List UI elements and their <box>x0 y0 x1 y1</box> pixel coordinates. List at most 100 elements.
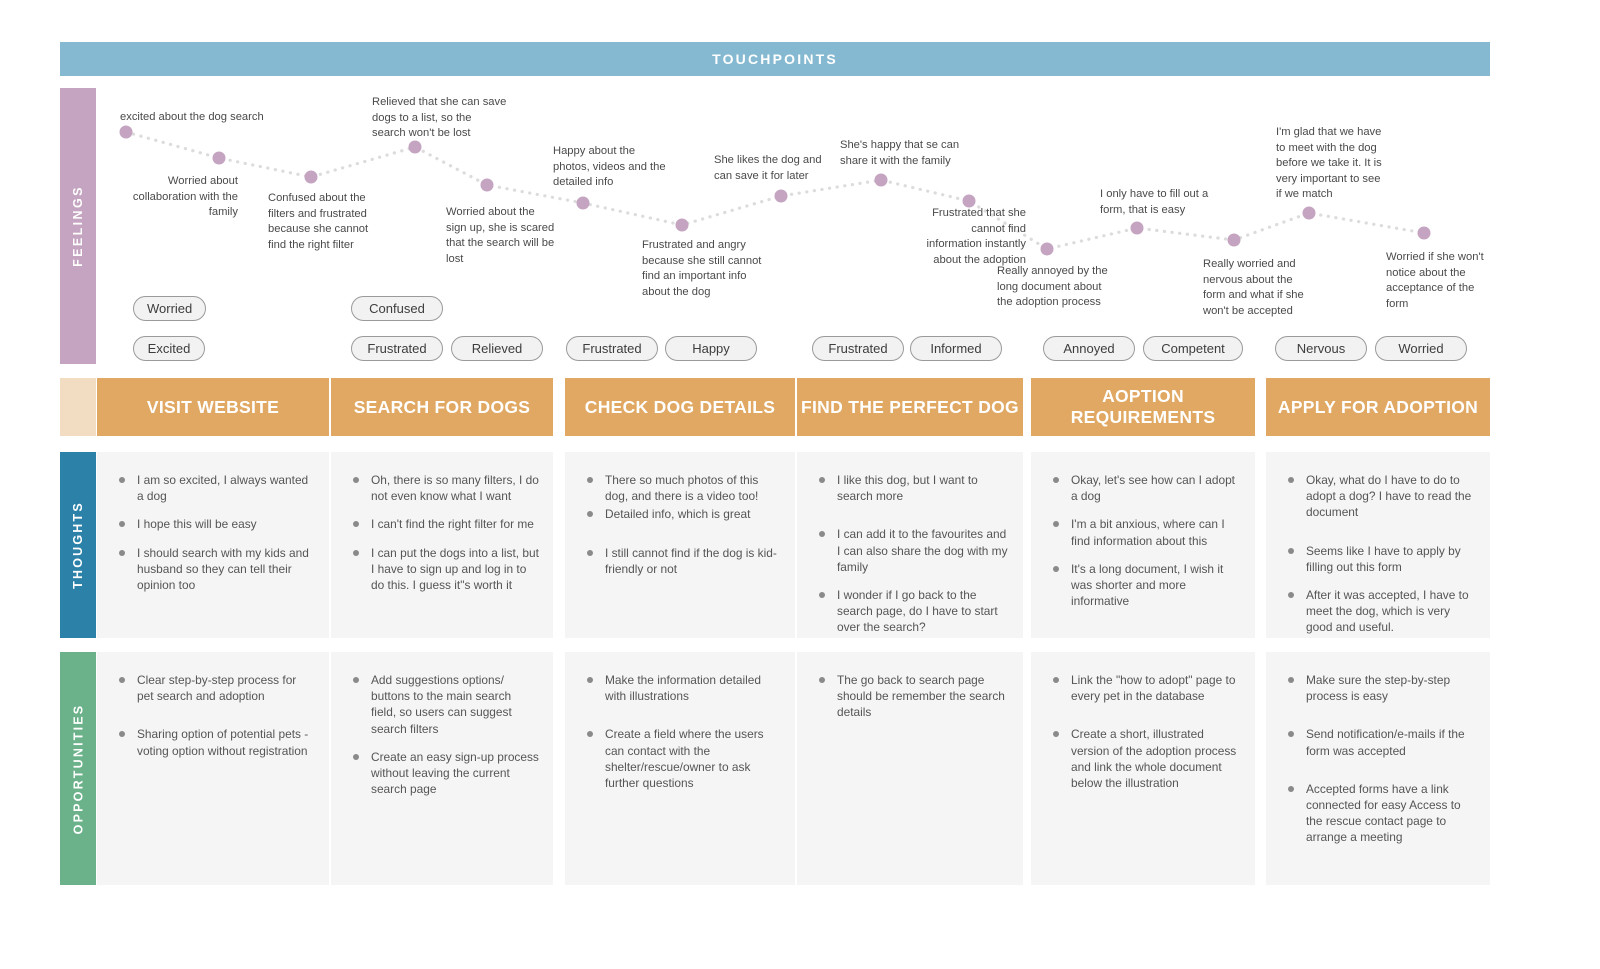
opportunities-bullet-cell-2: Add suggestions options/ buttons to the … <box>331 652 553 885</box>
opportunities-bullet-cell-3: Make the information detailed with illus… <box>565 652 795 885</box>
thoughts-bullet-item: It's a long document, I wish it was shor… <box>1053 561 1241 610</box>
emotion-chip-relieved-5[interactable]: Relieved <box>451 336 543 361</box>
feelings-annotation-7: Frustrated and angry because she still c… <box>642 239 762 298</box>
thoughts-bullet-item: After it was accepted, I have to meet th… <box>1288 587 1476 636</box>
feelings-annotation-15: Worried if she won't notice about the ac… <box>1386 251 1484 310</box>
thoughts-bullet-item: Okay, what do I have to do to adopt a do… <box>1288 472 1476 521</box>
opportunities-row-label: OPPORTUNITIES <box>71 703 86 834</box>
opportunities-bullet-list: The go back to search page should be rem… <box>819 672 1009 721</box>
opportunities-bullet-list: Add suggestions options/ buttons to the … <box>353 672 539 797</box>
thoughts-bullet-item: I hope this will be easy <box>119 516 315 532</box>
emotion-chip-worried-13[interactable]: Worried <box>1375 336 1467 361</box>
thoughts-bullet-item: I like this dog, but I want to search mo… <box>819 472 1009 504</box>
thoughts-bullet-cell-2: Oh, there is so many filters, I do not e… <box>331 452 553 638</box>
emotion-chip-informed-9[interactable]: Informed <box>910 336 1002 361</box>
stage-row-corner <box>60 378 96 436</box>
feelings-data-point-1 <box>119 125 133 139</box>
feelings-annotation-1: excited about the dog search <box>120 111 264 123</box>
feelings-data-point-7 <box>675 218 689 232</box>
touchpoints-header-bar: TOUCHPOINTS <box>60 42 1490 76</box>
stage-header-1[interactable]: VISIT WEBSITE <box>97 378 329 436</box>
thoughts-bullet-item: I'm a bit anxious, where can I find info… <box>1053 516 1241 548</box>
opportunities-bullet-cell-1: Clear step-by-step process for pet searc… <box>97 652 329 885</box>
feelings-data-point-5 <box>480 178 494 192</box>
opportunities-bullet-list: Make the information detailed with illus… <box>587 672 781 791</box>
emotion-chip-frustrated-8[interactable]: Frustrated <box>812 336 904 361</box>
thoughts-bullet-item: I am so excited, I always wanted a dog <box>119 472 315 504</box>
feelings-annotation-14: I'm glad that we have to meet with the d… <box>1276 126 1382 200</box>
feelings-row-spine: FEELINGS <box>60 88 96 364</box>
feelings-annotation-9: She's happy that se can share it with th… <box>840 139 960 167</box>
feelings-annotation-13: Really worried and nervous about the for… <box>1203 258 1304 317</box>
opportunities-bullet-item: Link the "how to adopt" page to every pe… <box>1053 672 1241 704</box>
opportunities-bullet-list: Make sure the step-by-step process is ea… <box>1288 672 1476 846</box>
stage-header-6[interactable]: APPLY FOR ADOPTION <box>1266 378 1490 436</box>
stage-header-5[interactable]: AOPTION REQUIREMENTS <box>1031 378 1255 436</box>
opportunities-bullet-item: Sharing option of potential pets - votin… <box>119 726 315 758</box>
thoughts-bullet-list: Oh, there is so many filters, I do not e… <box>353 472 539 593</box>
opportunities-bullet-list: Link the "how to adopt" page to every pe… <box>1053 672 1241 791</box>
stage-header-4[interactable]: FIND THE PERFECT DOG <box>797 378 1023 436</box>
thoughts-bullet-item: Okay, let's see how can I adopt a dog <box>1053 472 1241 504</box>
feelings-data-point-3 <box>304 170 318 184</box>
emotion-chip-nervous-12[interactable]: Nervous <box>1275 336 1367 361</box>
thoughts-bullet-item: I wonder if I go back to the search page… <box>819 587 1009 636</box>
feelings-annotation-3: Relieved that she can save dogs to a lis… <box>372 96 507 139</box>
thoughts-bullet-item: Oh, there is so many filters, I do not e… <box>353 472 539 504</box>
feelings-annotation-10: Frustrated that she cannot find informat… <box>926 207 1027 266</box>
thoughts-bullet-cell-6: Okay, what do I have to do to adopt a do… <box>1266 452 1490 638</box>
emotion-chip-excited-2[interactable]: Excited <box>133 336 205 361</box>
opportunities-bullet-item: Accepted forms have a link connected for… <box>1288 781 1476 846</box>
feelings-data-point-10 <box>962 194 976 208</box>
feelings-data-point-11 <box>1040 242 1054 256</box>
opportunities-bullet-item: Add suggestions options/ buttons to the … <box>353 672 539 737</box>
thoughts-bullet-cell-1: I am so excited, I always wanted a dog I … <box>97 452 329 638</box>
feelings-polyline-svg <box>124 130 1426 251</box>
feelings-annotation-8: She likes the dog and can save it for la… <box>714 154 822 182</box>
stage-header-3[interactable]: CHECK DOG DETAILS <box>565 378 795 436</box>
emotion-chip-worried-1[interactable]: Worried <box>133 296 207 321</box>
thoughts-bullet-item: Seems like I have to apply by filling ou… <box>1288 543 1476 575</box>
opportunities-bullet-item: Clear step-by-step process for pet searc… <box>119 672 315 704</box>
opportunities-bullet-item: Create a short, illustrated version of t… <box>1053 726 1241 791</box>
emotion-chip-competent-11[interactable]: Competent <box>1143 336 1243 361</box>
thoughts-bullet-item: I should search with my kids and husband… <box>119 545 315 594</box>
opportunities-bullet-item: Create a field where the users can conta… <box>587 726 781 791</box>
thoughts-row-label: THOUGHTS <box>71 501 85 589</box>
emotion-chip-confused-3[interactable]: Confused <box>351 296 443 321</box>
feelings-data-point-14 <box>1302 206 1316 220</box>
feelings-data-point-13 <box>1227 233 1241 247</box>
thoughts-bullet-item: I can't find the right filter for me <box>353 516 539 532</box>
thoughts-bullet-list: I like this dog, but I want to search mo… <box>819 472 1009 636</box>
stage-header-2[interactable]: SEARCH FOR DOGS <box>331 378 553 436</box>
feelings-curve-line <box>124 130 1426 251</box>
feelings-data-point-9 <box>874 173 888 187</box>
thoughts-bullet-item: Detailed info, which is great <box>587 506 781 522</box>
opportunities-bullet-item: Make the information detailed with illus… <box>587 672 781 704</box>
emotion-chip-frustrated-4[interactable]: Frustrated <box>351 336 443 361</box>
emotion-chip-happy-7[interactable]: Happy <box>665 336 757 361</box>
opportunities-bullet-item: The go back to search page should be rem… <box>819 672 1009 721</box>
opportunities-bullet-list: Clear step-by-step process for pet searc… <box>119 672 315 759</box>
opportunities-row-spine: OPPORTUNITIES <box>60 652 96 885</box>
feelings-data-point-15 <box>1417 226 1431 240</box>
feelings-annotation-11: Really annoyed by the long document abou… <box>997 265 1108 308</box>
thoughts-bullet-list: I am so excited, I always wanted a dog I … <box>119 472 315 593</box>
emotion-chip-annoyed-10[interactable]: Annoyed <box>1043 336 1135 361</box>
feelings-annotation-2: Worried about collaboration with the fam… <box>132 175 238 218</box>
thoughts-bullet-list: Okay, what do I have to do to adopt a do… <box>1288 472 1476 636</box>
thoughts-bullet-cell-4: I like this dog, but I want to search mo… <box>797 452 1023 638</box>
feelings-data-point-8 <box>774 189 788 203</box>
thoughts-bullet-cell-3: There so much photos of this dog, and th… <box>565 452 795 638</box>
emotion-chip-frustrated-6[interactable]: Frustrated <box>566 336 658 361</box>
thoughts-bullet-list: There so much photos of this dog, and th… <box>587 472 781 577</box>
feelings-data-point-4 <box>408 140 422 154</box>
thoughts-bullet-item: I can put the dogs into a list, but I ha… <box>353 545 539 594</box>
touchpoints-label: TOUCHPOINTS <box>712 51 838 67</box>
feelings-annotation-5: Worried about the sign up, she is scared… <box>446 206 555 265</box>
